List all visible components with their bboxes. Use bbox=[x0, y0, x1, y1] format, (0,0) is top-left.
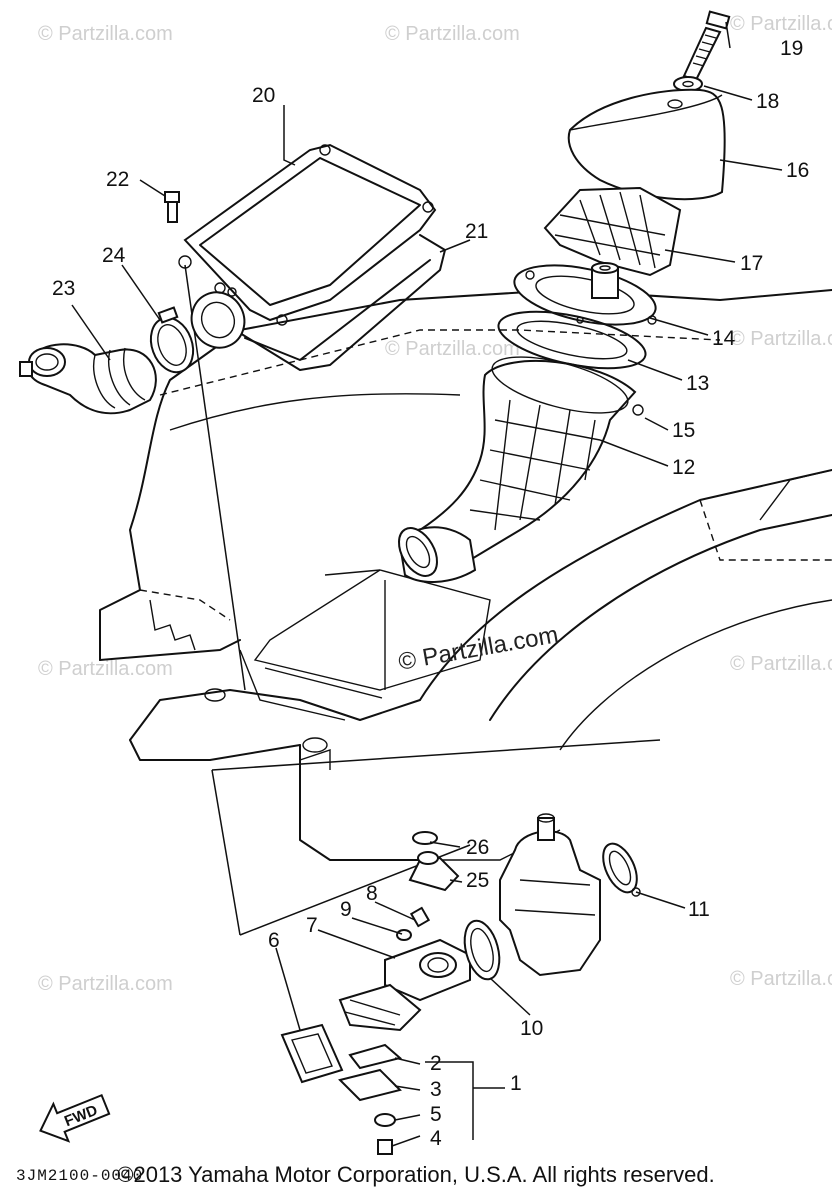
watermark: © Partzilla.com bbox=[730, 328, 832, 350]
callout-26: 26 bbox=[466, 836, 489, 859]
bolt-22 bbox=[164, 191, 180, 223]
reed-valve-1 bbox=[338, 983, 422, 1155]
watermark: © Partzilla.com bbox=[730, 968, 832, 990]
intake-duct-12 bbox=[398, 356, 644, 583]
callout-11: 11 bbox=[688, 898, 710, 921]
watermark-layer: © Partzilla.com © Partzilla.com © Partzi… bbox=[38, 13, 832, 995]
callout-21: 21 bbox=[465, 220, 488, 243]
watermark: © Partzilla.com bbox=[730, 653, 832, 675]
callout-9: 9 bbox=[340, 898, 352, 921]
copyright-notice: ©2013 Yamaha Motor Corporation, U.S.A. A… bbox=[117, 1162, 715, 1187]
callout-23: 23 bbox=[52, 277, 75, 300]
callout-25: 25 bbox=[466, 869, 489, 892]
callout-15: 15 bbox=[672, 419, 695, 442]
callout-16: 16 bbox=[786, 159, 809, 182]
callout-13: 13 bbox=[686, 372, 709, 395]
gasket-6 bbox=[280, 1023, 344, 1084]
callout-8: 8 bbox=[366, 882, 378, 905]
callout-24: 24 bbox=[102, 244, 126, 267]
carburetor bbox=[499, 813, 601, 977]
callout-17: 17 bbox=[740, 252, 763, 275]
callout-7: 7 bbox=[306, 914, 318, 937]
center-watermark: © Partzilla.com bbox=[396, 621, 560, 676]
airbox-inlet bbox=[190, 282, 246, 349]
callout-6: 6 bbox=[268, 929, 280, 952]
filter-cap-16 bbox=[567, 88, 726, 201]
callout-5: 5 bbox=[430, 1103, 442, 1126]
callout-leaders bbox=[71, 21, 783, 1147]
clip-26 bbox=[412, 831, 438, 845]
callout-20: 20 bbox=[252, 84, 275, 107]
callout-2: 2 bbox=[430, 1052, 442, 1075]
hose-clamp-10 bbox=[463, 919, 501, 981]
callout-18: 18 bbox=[756, 90, 779, 113]
hull-outline bbox=[99, 289, 832, 861]
fwd-arrow: FWD bbox=[39, 1093, 111, 1143]
callout-19: 19 bbox=[780, 37, 803, 60]
callout-1: 1 bbox=[510, 1072, 522, 1095]
assembly-boundary bbox=[184, 264, 661, 936]
callout-3: 3 bbox=[430, 1078, 442, 1101]
screw-8 bbox=[409, 906, 431, 928]
hose-clamp-11 bbox=[602, 842, 641, 897]
callout-22: 22 bbox=[106, 168, 129, 191]
watermark: © Partzilla.com bbox=[38, 973, 173, 995]
callout-12: 12 bbox=[672, 456, 695, 479]
airbox-cover bbox=[178, 143, 437, 326]
diagram-code: 3JM2100-0040 bbox=[16, 1167, 143, 1185]
callout-labels: 1 2 3 4 5 6 7 8 9 10 11 12 13 14 15 16 1… bbox=[52, 37, 809, 1150]
tube-25 bbox=[408, 851, 460, 892]
watermark: © Partzilla.com bbox=[385, 338, 520, 360]
cover-gasket bbox=[234, 234, 446, 371]
bolt-19 bbox=[682, 10, 731, 82]
watermark: © Partzilla.com bbox=[38, 658, 173, 680]
washer-9 bbox=[396, 929, 412, 941]
watermark: © Partzilla.com bbox=[385, 23, 520, 45]
hose-clamp-24 bbox=[149, 306, 195, 374]
watermark: © Partzilla.com bbox=[38, 23, 173, 45]
callout-14: 14 bbox=[712, 327, 736, 350]
callout-4: 4 bbox=[430, 1127, 442, 1150]
filter-base-14 bbox=[513, 262, 657, 326]
reed-adapter-7 bbox=[384, 938, 471, 1002]
filter-cage-17 bbox=[543, 186, 682, 277]
intake-elbow-23 bbox=[19, 343, 157, 415]
watermark: © Partzilla.com bbox=[730, 13, 832, 35]
callout-10: 10 bbox=[520, 1017, 543, 1040]
